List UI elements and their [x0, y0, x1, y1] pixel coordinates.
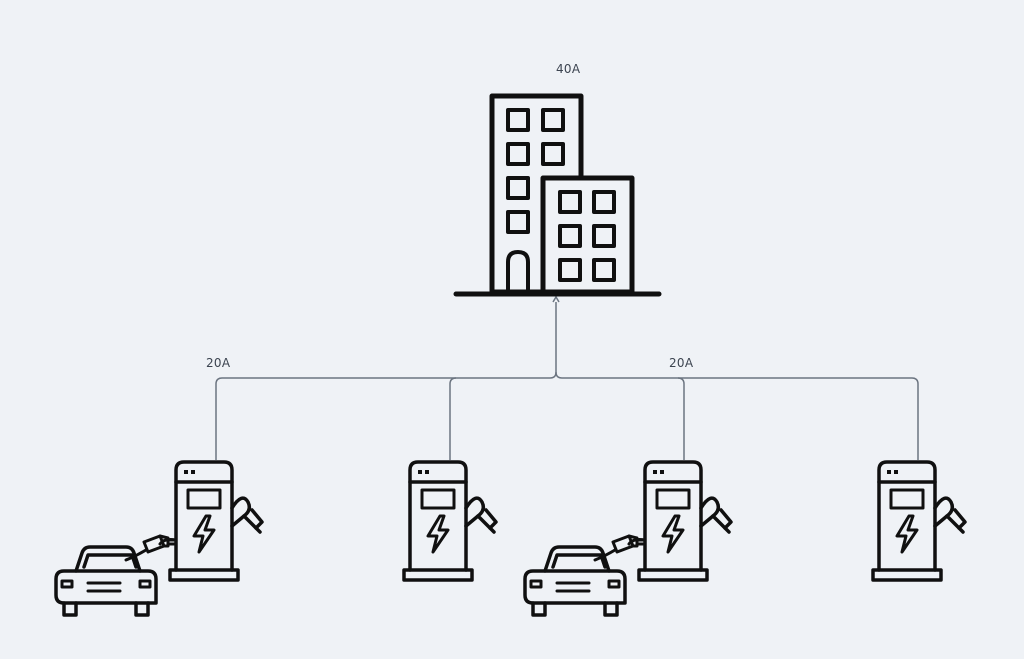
ev-charger-icon: [402, 460, 498, 582]
charger-3-drop-wire: [677, 377, 685, 460]
building-icon: [453, 93, 662, 297]
charger-2-drop-wire: [449, 377, 457, 460]
feed-arrow: [552, 295, 560, 303]
charger-1: [54, 460, 264, 617]
charging-cable: [158, 538, 178, 546]
charger-2: [402, 460, 498, 582]
ev-charger-icon: [168, 460, 264, 582]
car-icon: [523, 545, 627, 617]
right-branch-current-label: 20A: [669, 356, 694, 370]
charger-3: [523, 460, 733, 617]
ev-charger-icon: [637, 460, 733, 582]
right-branch-wire: [555, 371, 919, 460]
building-current-label: 40A: [556, 62, 581, 76]
left-branch-wire: [215, 371, 557, 460]
car-icon: [54, 545, 158, 617]
charging-cable: [627, 538, 647, 546]
wiring: [215, 295, 919, 460]
ev-charger-icon: [871, 460, 967, 582]
charger-4: [871, 460, 967, 582]
left-branch-current-label: 20A: [206, 356, 231, 370]
